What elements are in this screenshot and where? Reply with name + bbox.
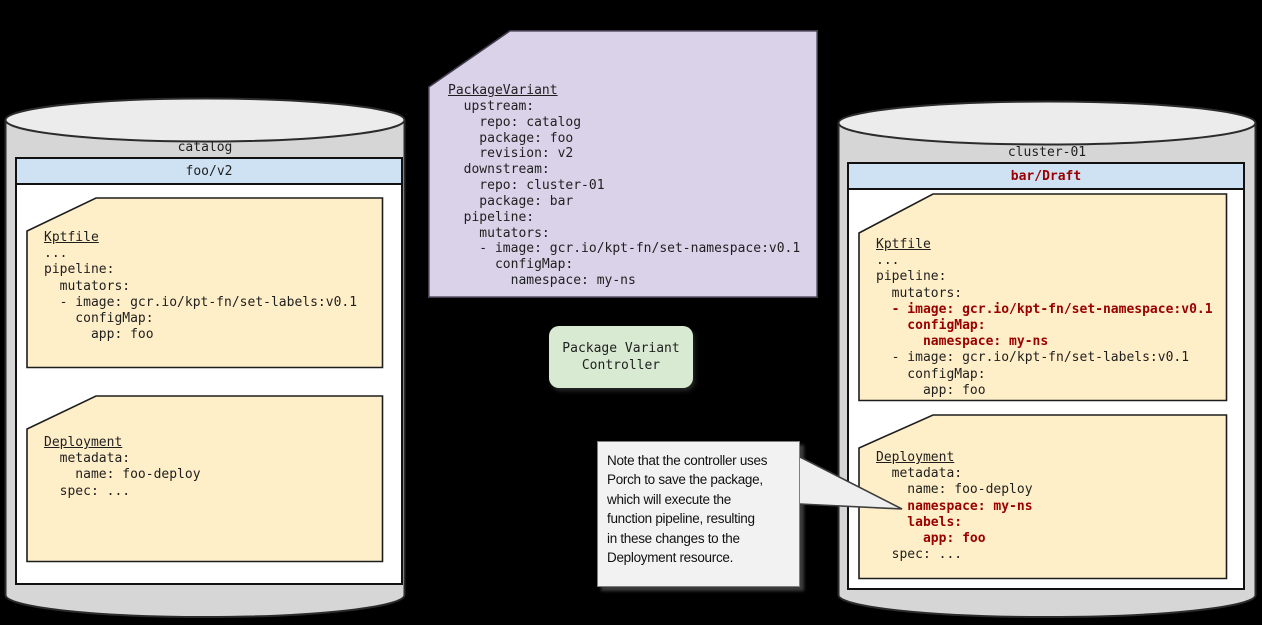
catalog-deployment-note: Deployment metadata: name: foo-deploy sp… [26,395,384,563]
package-variant-controller-box: Package Variant Controller [549,326,693,388]
catalog-repo-title: catalog [177,140,233,155]
cluster-repo-title: cluster-01 [1007,145,1087,160]
callout-tail [799,456,903,510]
catalog-repo-cylinder: catalog foo/v2 Kptfile...pipeline: mutat… [4,97,406,621]
catalog-kptfile-note: Kptfile...pipeline: mutators: - image: g… [26,197,384,369]
cluster-deployment-note: Deployment metadata: name: foo-deploy na… [858,414,1228,580]
controller-callout-note: Note that the controller uses Porch to s… [597,441,800,587]
cluster-deployment-code: Deployment metadata: name: foo-deploy na… [876,450,1033,563]
note-shape [26,197,384,369]
packagevariant-code: PackageVariant upstream: repo: catalog p… [448,83,801,289]
catalog-package-header: foo/v2 [17,159,401,185]
note-shape [428,30,818,298]
note-shape [26,395,384,563]
catalog-deployment-code: Deployment metadata: name: foo-deploy sp… [44,435,201,499]
cluster-kptfile-note: Kptfile...pipeline: mutators: - image: g… [858,193,1228,402]
catalog-kptfile-code: Kptfile...pipeline: mutators: - image: g… [44,230,358,343]
note-shape [858,193,1228,402]
cluster-repo-cylinder: cluster-01 bar/Draft Kptfile...pipeline:… [837,100,1257,621]
packagevariant-note: PackageVariant upstream: repo: catalog p… [428,30,818,298]
cluster-package-header: bar/Draft [849,164,1243,190]
note-shape [858,414,1228,580]
cluster-kptfile-code: Kptfile...pipeline: mutators: - image: g… [876,237,1213,398]
